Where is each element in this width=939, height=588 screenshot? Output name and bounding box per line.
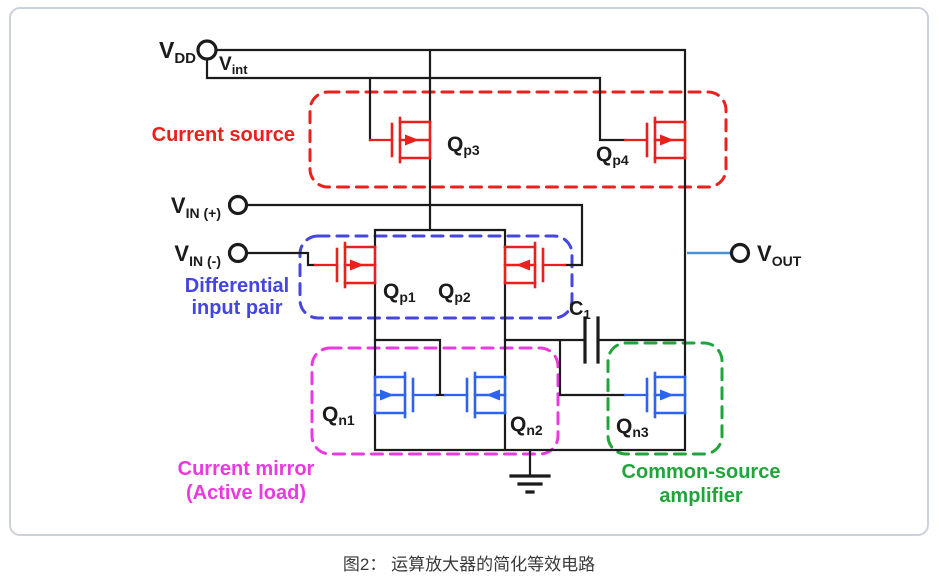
wires bbox=[205, 48, 687, 494]
wire-vin-minus bbox=[245, 251, 317, 267]
terminal-vin-plus bbox=[227, 194, 249, 216]
label-c1: C1 bbox=[569, 298, 591, 322]
capacitor-plates bbox=[583, 316, 600, 364]
label-qn3: Qn3 bbox=[616, 415, 649, 440]
label-qn1: Qn1 bbox=[322, 403, 355, 428]
label-diff-pair-line1: Differential bbox=[185, 275, 289, 297]
wire-diff-tail bbox=[373, 156, 507, 249]
terminal-vin-minus bbox=[227, 242, 249, 264]
label-vint: Vint bbox=[219, 54, 248, 77]
label-common-source-line1: Common-source bbox=[622, 461, 781, 483]
label-qp2: Qp2 bbox=[438, 280, 471, 305]
terminals bbox=[196, 39, 751, 264]
label-common-source-line2: amplifier bbox=[659, 485, 743, 507]
group-box-current-mirror bbox=[310, 346, 560, 456]
wire-ground bbox=[373, 411, 687, 478]
wire-mirror-gate-tie bbox=[373, 338, 447, 397]
figure-border bbox=[9, 7, 929, 536]
terminal-vout bbox=[729, 242, 751, 264]
label-vin-plus: VIN (+) bbox=[171, 193, 221, 221]
component-labels: VDD Vint VIN (+) VIN (-) VOUT Qp3 Qp4 Qp… bbox=[159, 37, 802, 440]
label-qp3: Qp3 bbox=[447, 133, 480, 158]
wire-vint-bias bbox=[205, 57, 627, 142]
terminal-vdd bbox=[196, 39, 218, 61]
label-qp4: Qp4 bbox=[596, 143, 629, 168]
label-qn2: Qn2 bbox=[510, 413, 543, 438]
group-box-common-source bbox=[606, 341, 724, 456]
wire-vin-plus bbox=[245, 203, 584, 267]
group-box-differential-pair bbox=[298, 234, 574, 320]
label-diff-pair-line2: input pair bbox=[191, 297, 282, 319]
label-current-source: Current source bbox=[152, 124, 295, 146]
group-labels: Current source Differential input pair C… bbox=[152, 124, 781, 507]
wire-compensation bbox=[503, 338, 687, 397]
label-vin-minus: VIN (-) bbox=[174, 241, 221, 269]
label-vdd: VDD bbox=[159, 37, 196, 67]
label-current-mirror-line2: (Active load) bbox=[186, 482, 306, 504]
ground-symbol bbox=[509, 474, 551, 494]
label-qp1: Qp1 bbox=[383, 280, 416, 305]
label-vout: VOUT bbox=[757, 241, 802, 269]
label-current-mirror-line1: Current mirror bbox=[178, 458, 315, 480]
wire-vdd-rail bbox=[214, 48, 687, 124]
group-box-current-source bbox=[308, 90, 728, 189]
figure-caption: 图2： 运算放大器的简化等效电路 bbox=[343, 555, 595, 574]
